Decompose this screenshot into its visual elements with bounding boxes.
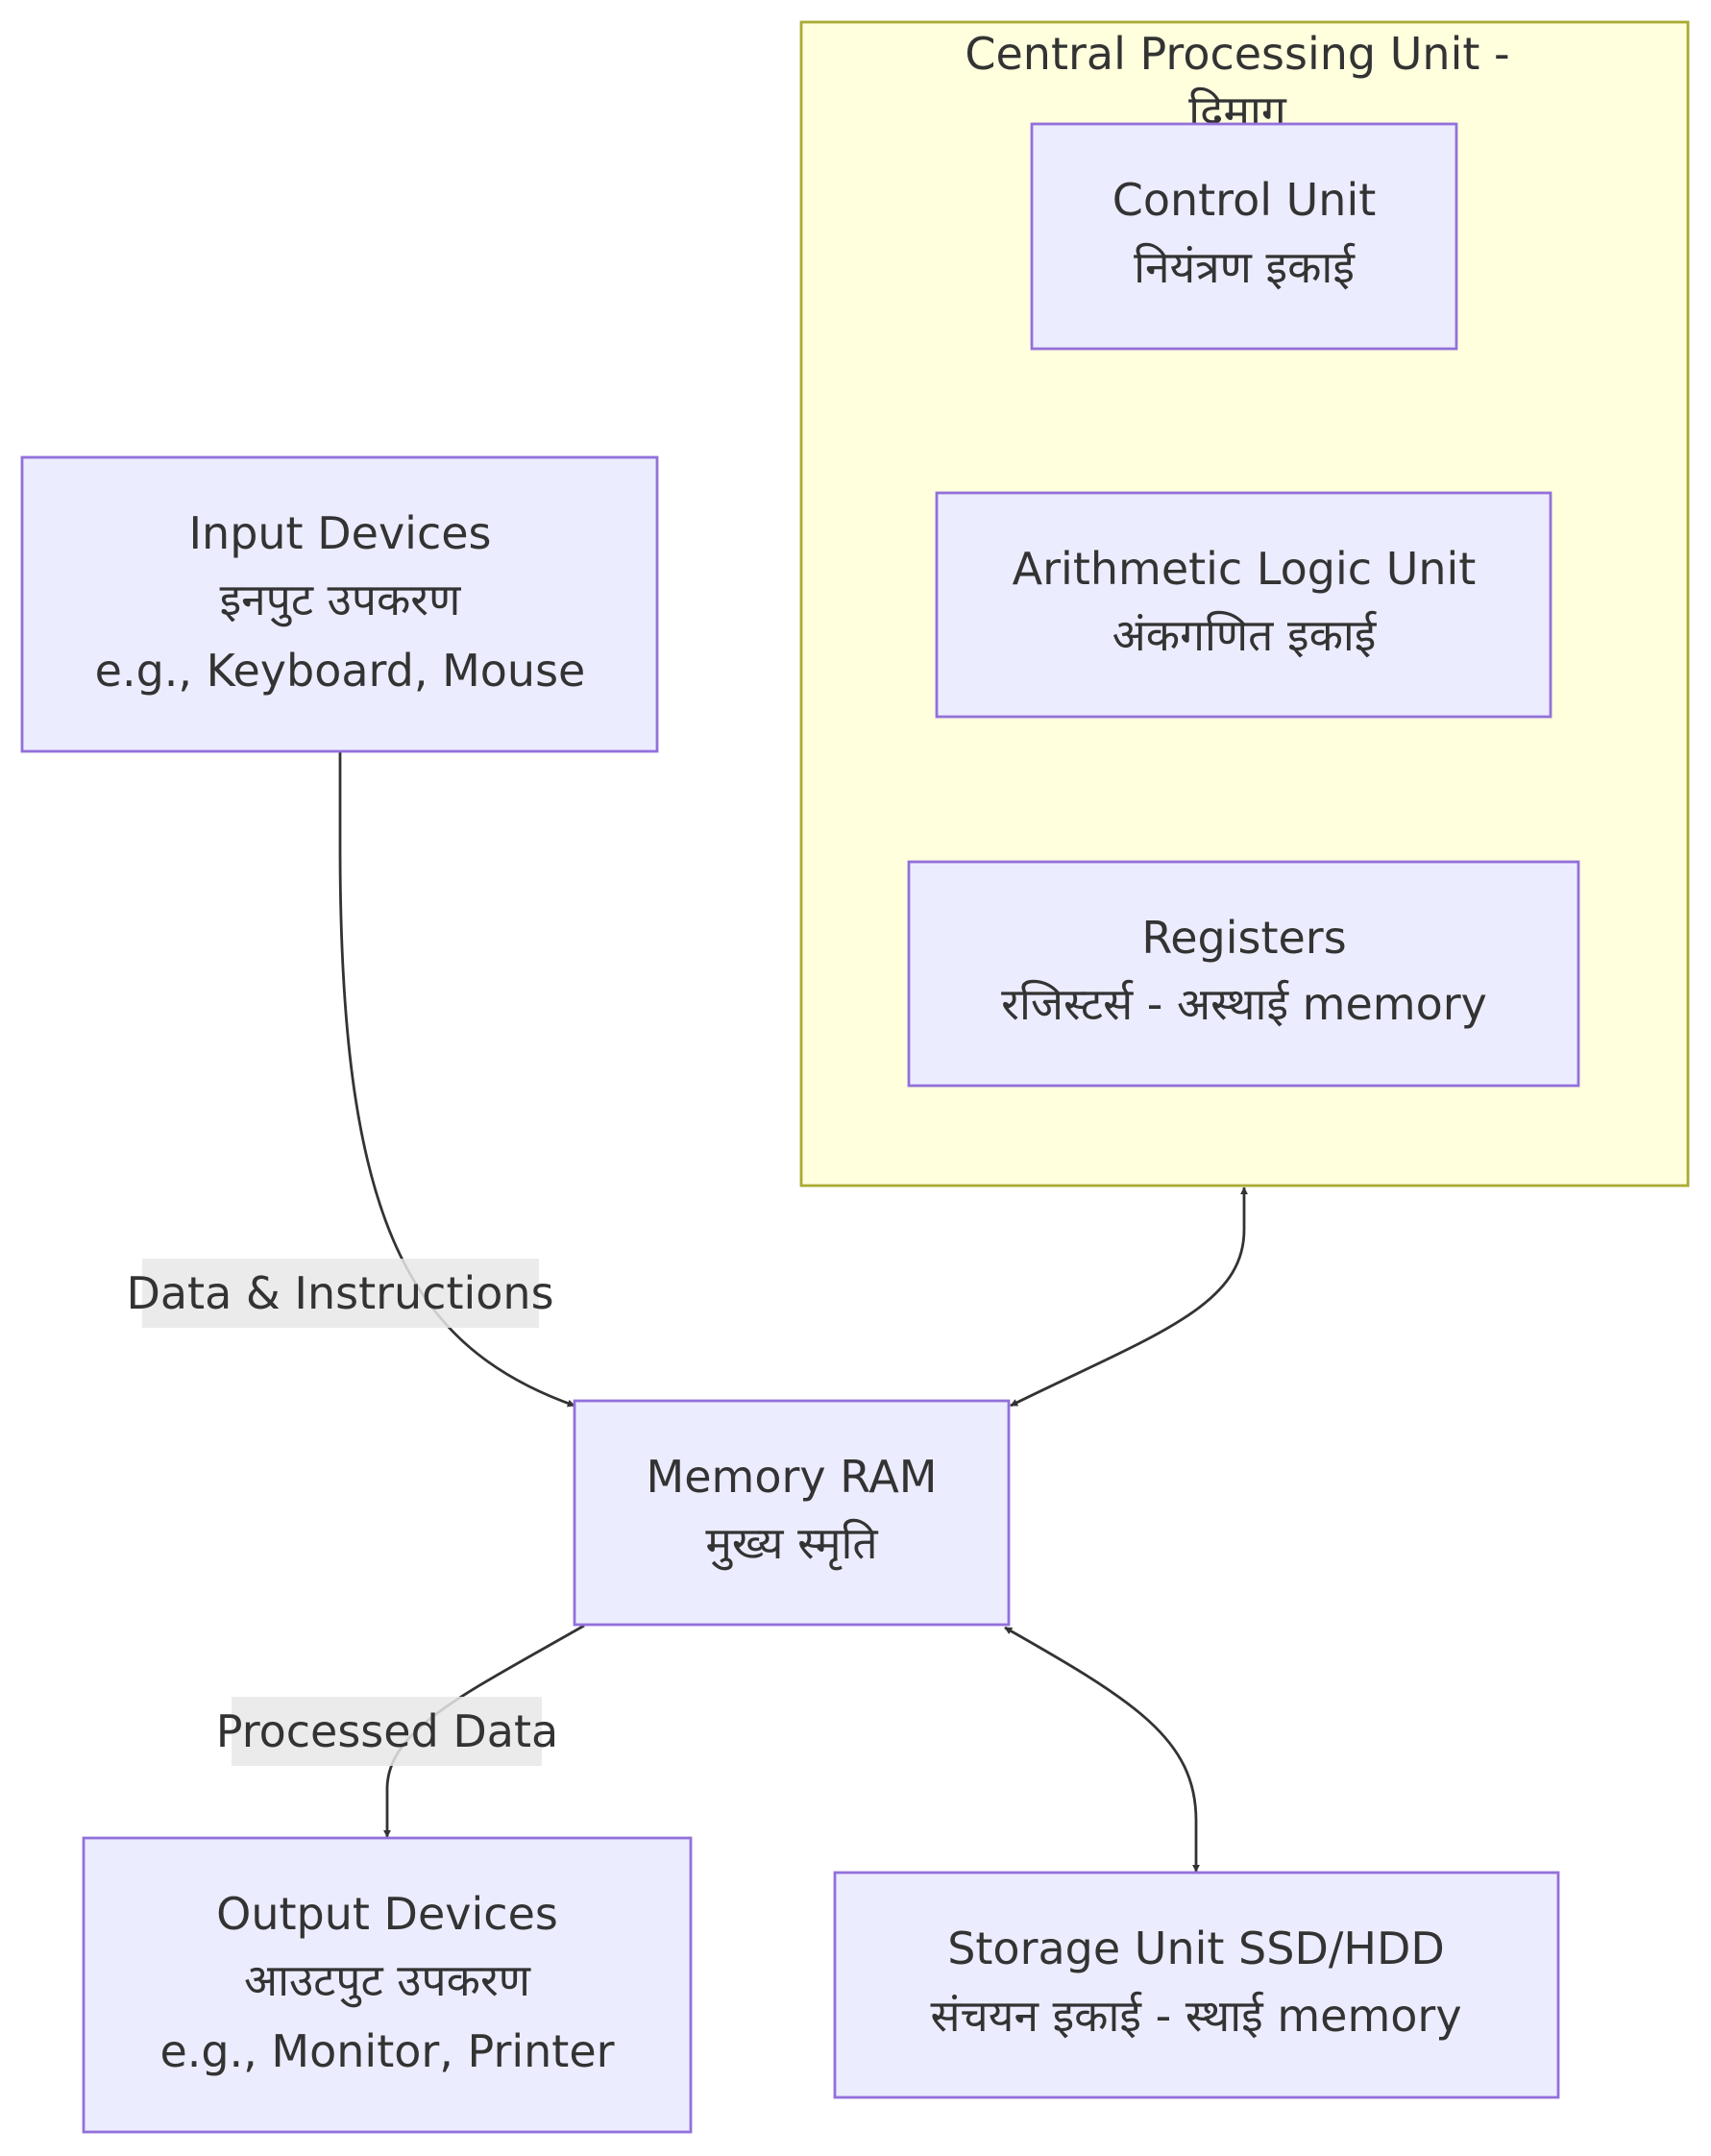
registers-subtitle: रजिस्टर्स - अस्थाई memory: [1001, 978, 1487, 1030]
memory-ram-subtitle: मुख्य स्मृति: [705, 1517, 878, 1571]
registers-title: Registers: [1141, 912, 1346, 964]
alu-subtitle: अंकगणित इकाई: [1112, 609, 1378, 661]
storage-unit-node[interactable]: Storage Unit SSD/HDD संचयन इकाई - स्थाई …: [833, 1871, 1560, 2099]
edge-cpu-to-memory: [1010, 1187, 1248, 1408]
memory-ram-title: Memory RAM: [647, 1451, 938, 1503]
input-devices-subtitle: इनपुट उपकरण: [220, 574, 462, 627]
memory-ram-node[interactable]: Memory RAM मुख्य स्मृति: [573, 1399, 1011, 1627]
storage-unit-title: Storage Unit SSD/HDD: [947, 1923, 1445, 1974]
alu-title: Arithmetic Logic Unit: [1013, 543, 1477, 595]
input-devices-title: Input Devices: [188, 507, 491, 559]
edge-label-data-instructions: Data & Instructions: [126, 1259, 554, 1328]
edge-memory-to-storage: [1004, 1626, 1200, 1873]
edge-input-to-memory: [338, 751, 575, 1408]
control-unit-title: Control Unit: [1112, 174, 1377, 226]
registers-node[interactable]: Registers रजिस्टर्स - अस्थाई memory: [907, 860, 1580, 1088]
control-unit-node[interactable]: Control Unit नियंत्रण इकाई: [1030, 122, 1458, 351]
alu-node[interactable]: Arithmetic Logic Unit अंकगणित इकाई: [935, 491, 1552, 719]
edge-label-processed-data-text: Processed Data: [216, 1705, 558, 1757]
output-devices-title: Output Devices: [216, 1888, 558, 1940]
input-devices-examples: e.g., Keyboard, Mouse: [95, 645, 586, 697]
storage-unit-subtitle: संचयन इकाई - स्थाई memory: [930, 1990, 1461, 2042]
output-devices-examples: e.g., Monitor, Printer: [159, 2025, 614, 2077]
output-devices-node[interactable]: Output Devices आउटपुट उपकरण e.g., Monito…: [82, 1836, 693, 2134]
edge-label-processed-data: Processed Data: [216, 1697, 558, 1766]
input-devices-node[interactable]: Input Devices इनपुट उपकरण e.g., Keyboard…: [20, 455, 659, 753]
edge-label-data-instructions-text: Data & Instructions: [126, 1267, 553, 1319]
control-unit-subtitle: नियंत्रण इकाई: [1134, 241, 1356, 293]
cpu-cluster-title-line1: Central Processing Unit -: [965, 28, 1509, 80]
output-devices-subtitle: आउटपुट उपकरण: [244, 1954, 531, 2008]
